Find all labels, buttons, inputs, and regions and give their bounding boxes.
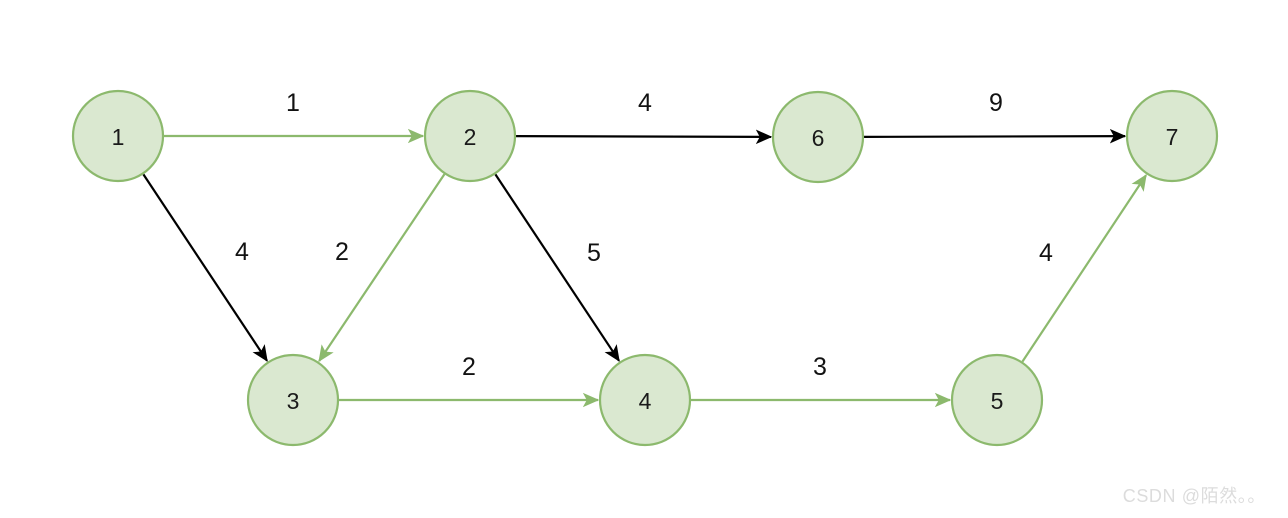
- graph-node-4[interactable]: 4: [598, 353, 692, 447]
- watermark-text: CSDN @陌然。。: [1122, 486, 1266, 506]
- node-label-7: 7: [1166, 124, 1179, 150]
- node-circle-4[interactable]: [598, 353, 692, 447]
- edge-weight-3-4: 2: [462, 353, 476, 381]
- edge-weight-1-2: 1: [286, 89, 300, 117]
- node-circle-3[interactable]: [246, 353, 340, 447]
- graph-node-5[interactable]: 5: [950, 353, 1044, 447]
- node-label-3: 3: [287, 388, 300, 414]
- graph-edge-5-7: [1021, 174, 1147, 363]
- edge-weight-4-5: 3: [813, 353, 827, 381]
- edge-weights-layer: 1 4 2 5 4 9 2 3 4: [235, 89, 1053, 381]
- graph-node-6[interactable]: 6: [771, 90, 865, 184]
- graph-edge-6-7: [863, 128, 1127, 144]
- node-circle-1[interactable]: [71, 89, 165, 183]
- graph-edge-2-4: [494, 173, 620, 362]
- graph-node-3[interactable]: 3: [246, 353, 340, 447]
- graph-edge-2-3: [318, 173, 446, 363]
- edge-weight-2-4: 5: [587, 239, 601, 267]
- node-circle-2[interactable]: [423, 89, 517, 183]
- graph-node-7[interactable]: 7: [1125, 89, 1219, 183]
- edge-weight-6-7: 9: [989, 89, 1003, 117]
- graph-node-2[interactable]: 2: [423, 89, 517, 183]
- node-label-6: 6: [812, 125, 825, 151]
- node-label-5: 5: [991, 388, 1004, 414]
- edge-weight-5-7: 4: [1039, 239, 1053, 267]
- edge-weight-1-3: 4: [235, 238, 249, 266]
- node-label-2: 2: [464, 124, 477, 150]
- edge-weight-2-6: 4: [638, 89, 652, 117]
- node-label-4: 4: [639, 388, 652, 414]
- edge-weight-2-3: 2: [335, 238, 349, 266]
- node-label-1: 1: [112, 124, 125, 150]
- nodes-layer: 1 2 3 4 5 6 7: [71, 89, 1219, 447]
- node-circle-6[interactable]: [771, 90, 865, 184]
- node-circle-7[interactable]: [1125, 89, 1219, 183]
- edges-layer: [142, 128, 1147, 408]
- node-circle-5[interactable]: [950, 353, 1044, 447]
- graph-edge-1-3: [142, 173, 268, 362]
- graph-node-1[interactable]: 1: [71, 89, 165, 183]
- graph-edge-2-6: [515, 129, 773, 145]
